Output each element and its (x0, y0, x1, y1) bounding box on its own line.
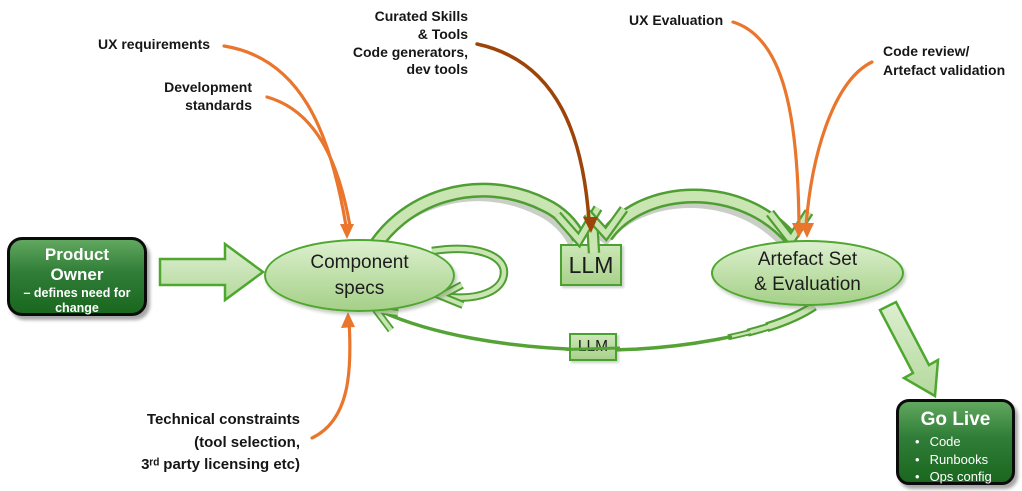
artefact-node: Artefact Set & Evaluation (711, 240, 904, 306)
go-live-item: •Ops config (915, 469, 992, 485)
llm-small-label: LLM (577, 338, 609, 355)
arrow-llm-artefact-bidirectional (599, 188, 814, 249)
component-specs-line2: specs (334, 277, 385, 299)
arrow-ux-requirements (222, 44, 348, 228)
artefact-line1: Artefact Set (757, 249, 858, 271)
product-owner-title: Product Owner (44, 245, 110, 284)
llm-small-node: LLM (569, 333, 617, 361)
product-owner-box: Product Owner – defines need for change (7, 237, 147, 316)
go-live-box: Go Live •Code •Runbooks •Ops config (896, 399, 1015, 485)
go-live-item: •Code (915, 434, 961, 449)
development-standards-label: Development standards (164, 79, 252, 113)
arrow-artefact-to-golive (878, 300, 940, 399)
artefact-line2: & Evaluation (754, 274, 861, 295)
component-specs-line1: Component (310, 251, 409, 273)
go-live-title: Go Live (920, 409, 991, 430)
technical-constraints-label: Technical constraints (tool selection, 3… (141, 411, 300, 473)
arrow-development-standards (265, 95, 352, 228)
ux-requirements-label: UX requirements (98, 36, 211, 52)
go-live-item: •Runbooks (915, 451, 989, 467)
arrow-component-self-loop (431, 244, 509, 309)
code-review-label: Code review/ Artefact validation (883, 43, 1006, 78)
curated-skills-label: Curated Skills & Tools Code generators, … (352, 8, 468, 78)
llm-node: LLM (560, 244, 622, 286)
product-owner-subtitle: – defines need for change (23, 286, 131, 316)
llm-label: LLM (568, 251, 614, 278)
arrowhead-component-top (340, 224, 354, 239)
component-specs-node: Component specs (264, 239, 455, 312)
ux-evaluation-label: UX Evaluation (629, 12, 724, 28)
arrow-technical-constraints (310, 318, 352, 440)
arrow-product-owner-to-component (158, 241, 266, 303)
arrowhead-component-bottom (341, 312, 355, 328)
